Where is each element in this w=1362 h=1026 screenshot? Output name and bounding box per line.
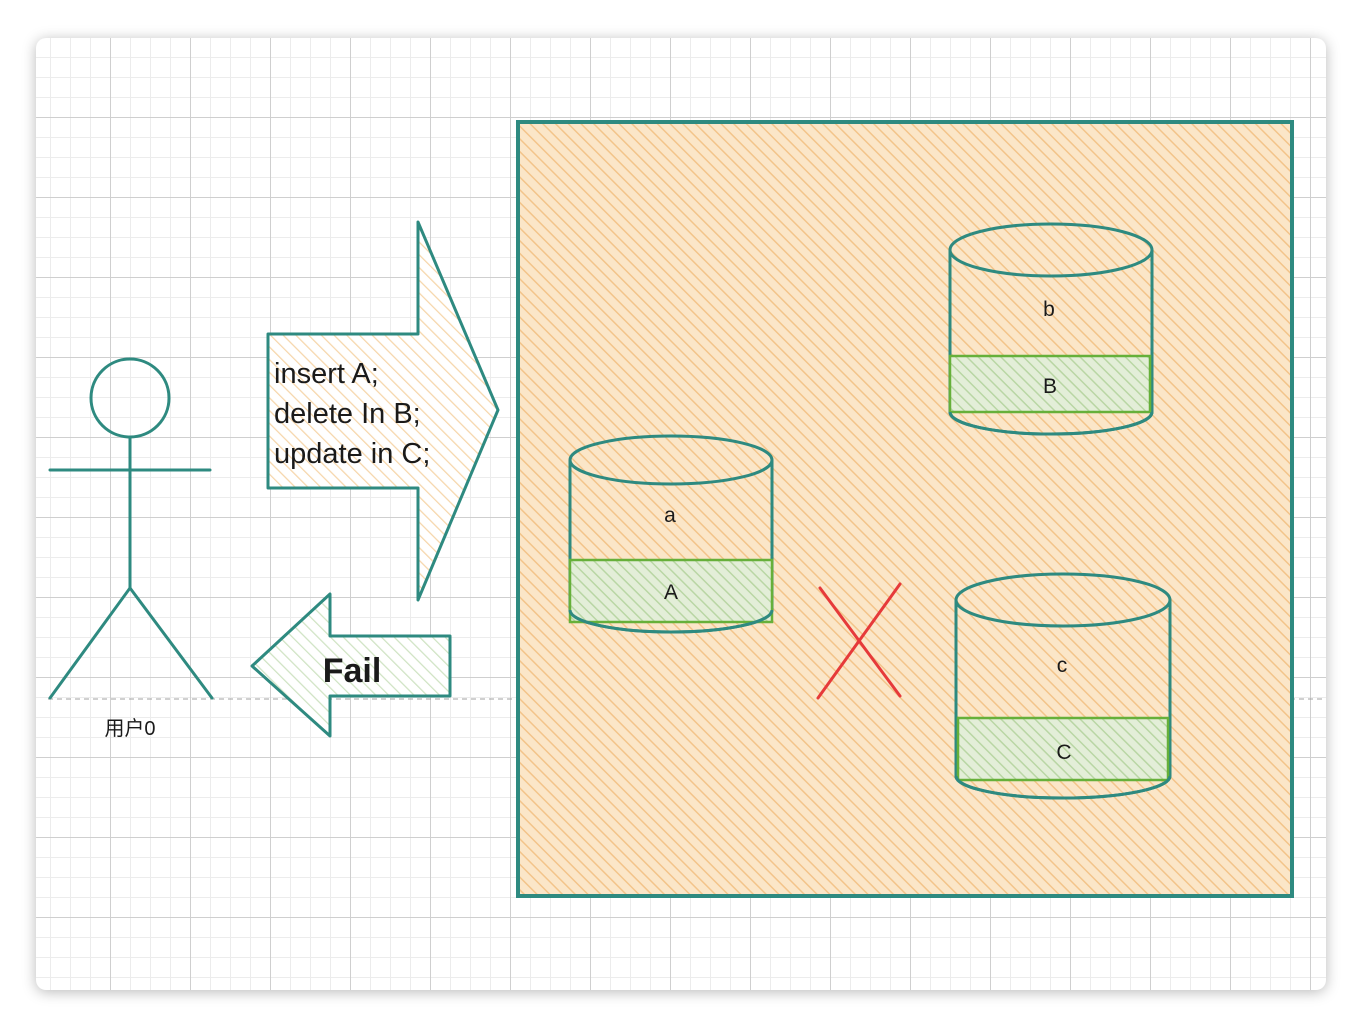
user-head [89, 357, 171, 439]
user-left-leg [48, 586, 132, 700]
diagram-canvas: 用户0 insert A; delete In B; update in C; … [36, 38, 1326, 990]
fail-label: Fail [323, 652, 382, 690]
database-c-top-label: c [1057, 654, 1068, 677]
database-c [954, 572, 1172, 800]
database-b-bottom-section [948, 354, 1152, 414]
user-label: 用户0 [104, 717, 155, 740]
user-stick-figure [48, 357, 214, 700]
database-b-bottom-label: B [1043, 375, 1057, 398]
request-line-3: update in C; [274, 438, 430, 470]
request-arrow [266, 220, 500, 602]
database-b [948, 222, 1154, 436]
database-a-bottom-section [568, 558, 774, 624]
database-b-top-label: b [1043, 298, 1055, 321]
database-a-bottom-label: A [664, 581, 678, 604]
database-c-bottom-section [956, 716, 1170, 782]
fail-arrow [250, 592, 452, 738]
database-a-top-label: a [664, 504, 676, 527]
database-c-bottom-label: C [1056, 741, 1071, 764]
database-a [568, 434, 774, 634]
request-line-2: delete In B; [274, 398, 421, 430]
failure-cross-icon [816, 582, 902, 700]
diagram-svg: 用户0 insert A; delete In B; update in C; … [48, 120, 1326, 898]
request-line-1: insert A; [274, 358, 379, 390]
user-right-leg [128, 586, 214, 700]
